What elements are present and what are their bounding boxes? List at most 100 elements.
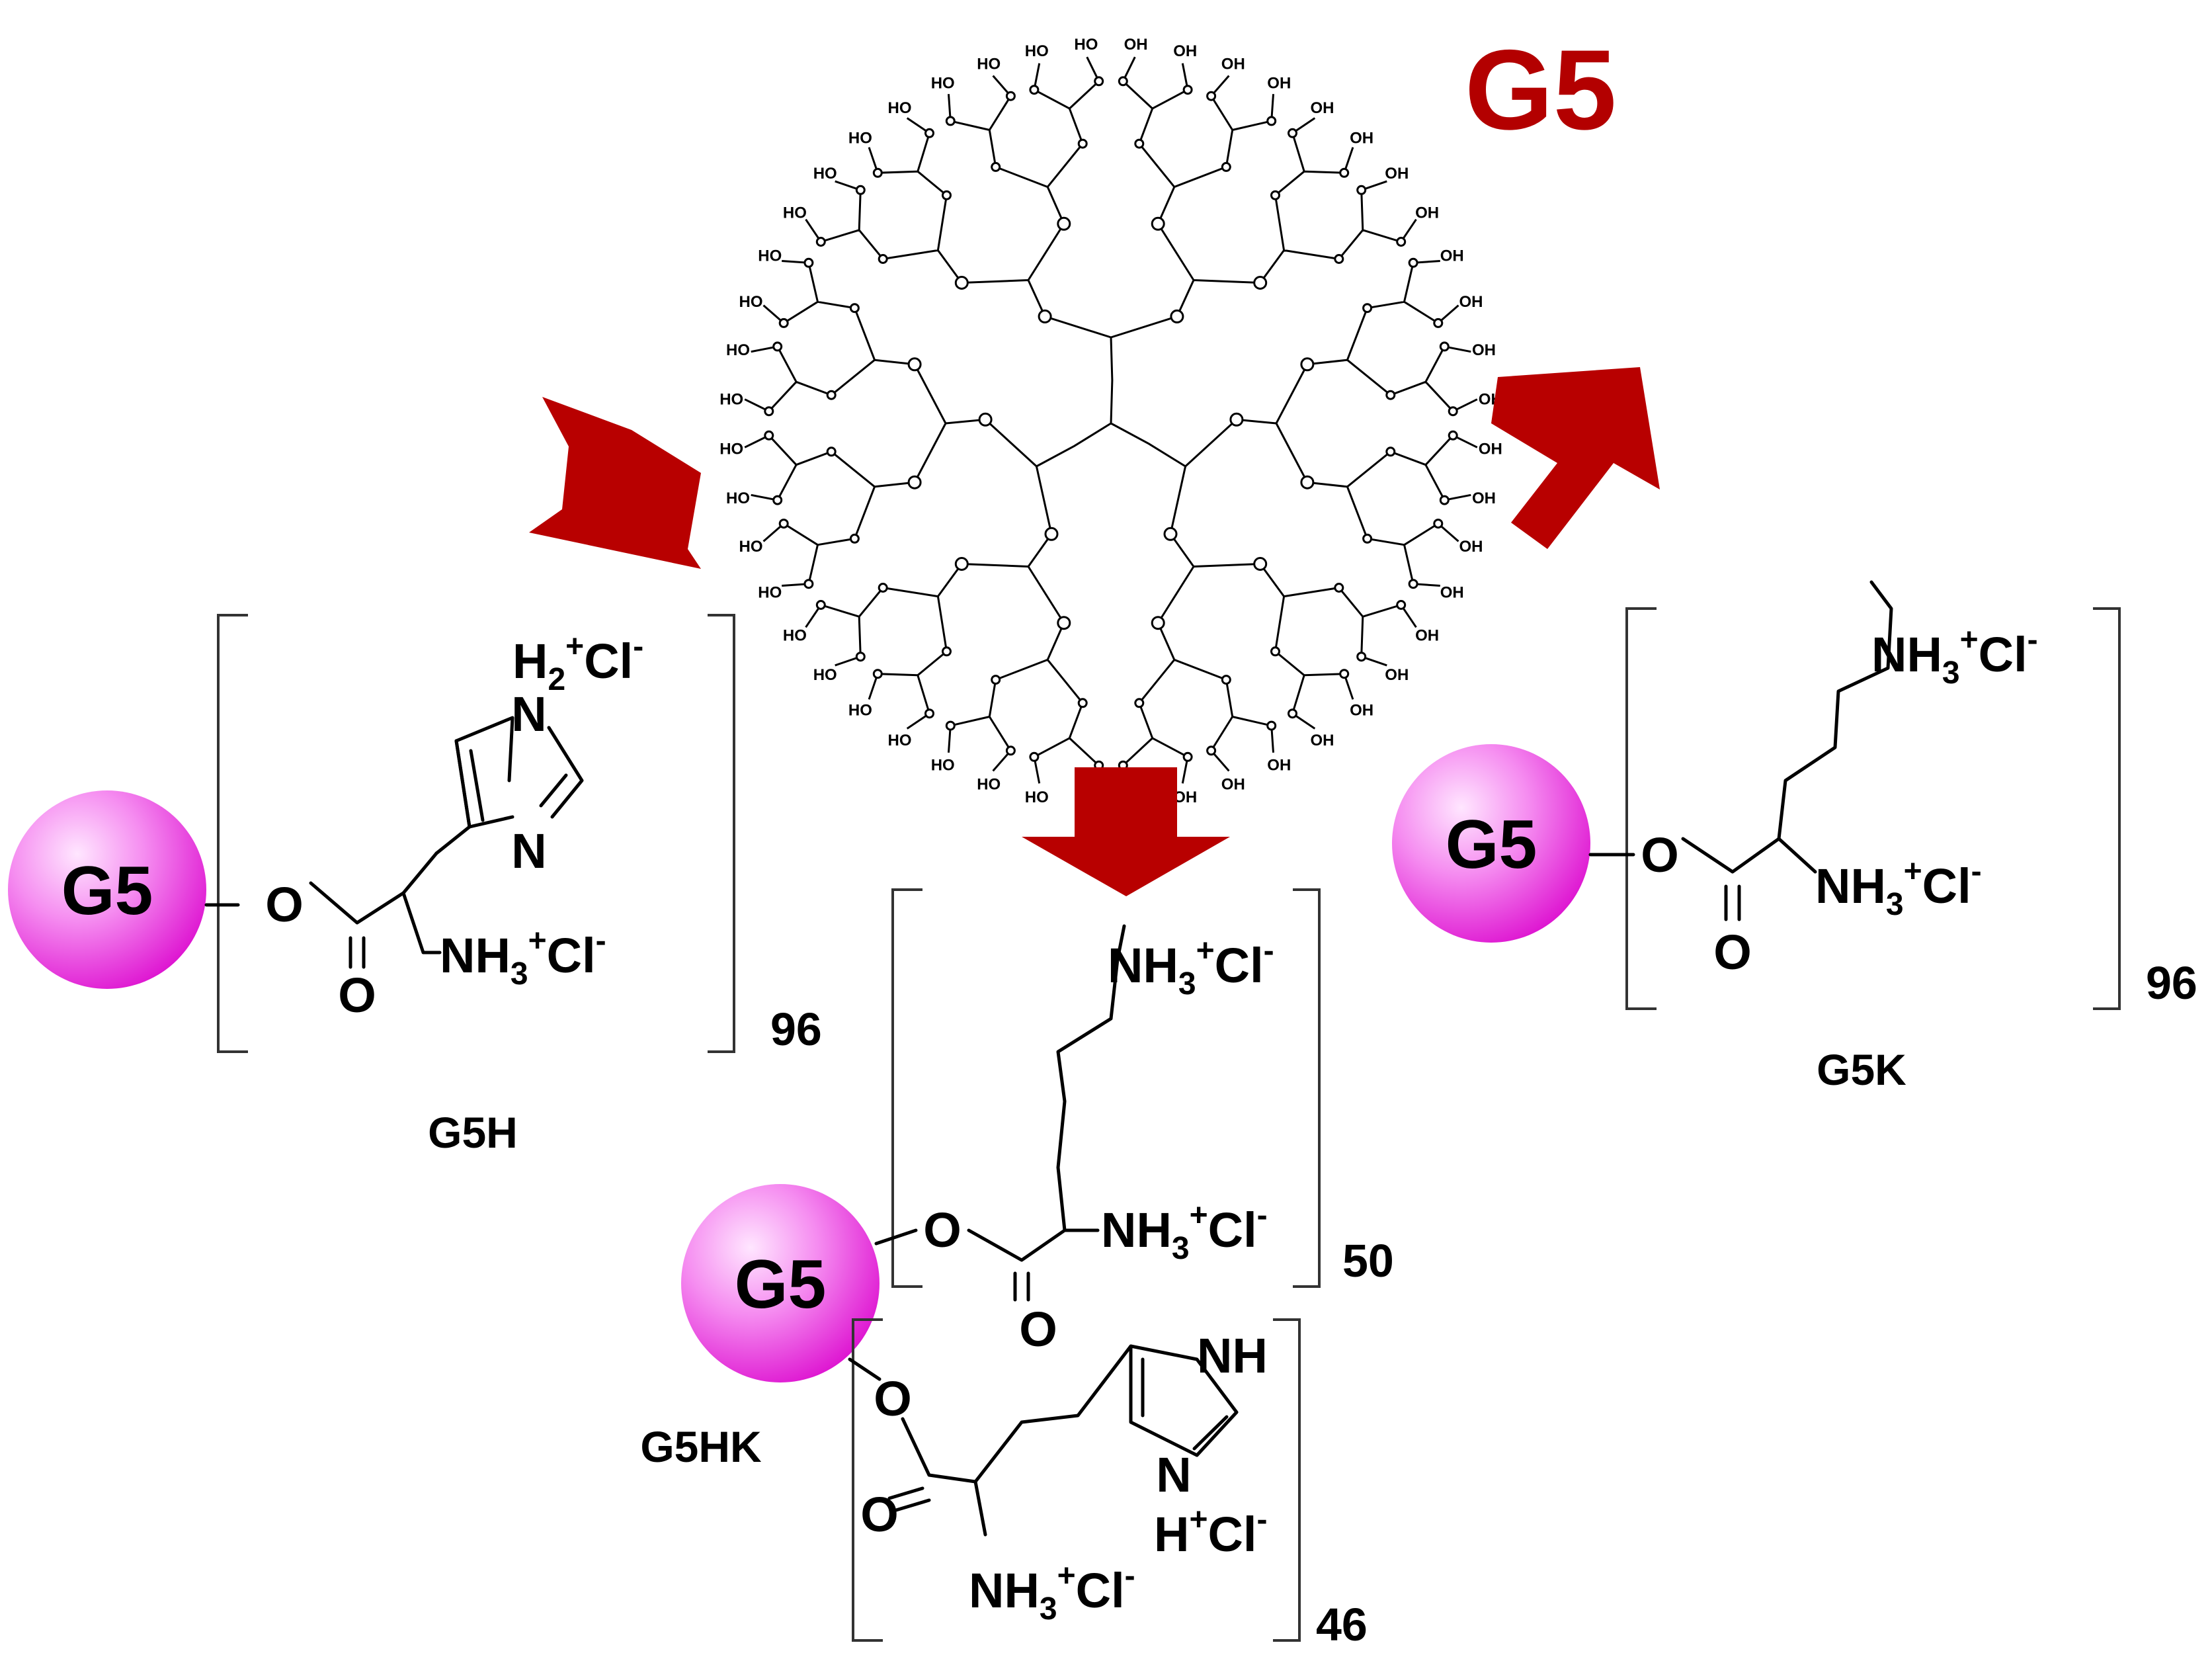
dendrimer-ester-oxygen [1339, 167, 1350, 178]
dendrimer-ester-oxygen [945, 116, 956, 126]
dendrimer-end-group: HO [931, 757, 955, 775]
dendrimer-ester-oxygen [1134, 698, 1145, 708]
dendrimer-ester-oxygen [1253, 276, 1268, 290]
dendrimer-ester-oxygen [1029, 85, 1040, 95]
dendrimer-ester-oxygen [1044, 527, 1059, 541]
scheme-title: G5 [1465, 26, 1616, 153]
g5h-sphere [8, 790, 206, 989]
dendrimer-end-group: HO [1025, 788, 1049, 806]
dendrimer-ester-oxygen [1094, 76, 1104, 87]
dendrimer-ester-oxygen [849, 303, 860, 314]
g5h-repeat-count: 96 [770, 1003, 822, 1055]
g5k-sphere-label: G5 [1446, 806, 1537, 883]
dendrimer-ester-oxygen [1362, 533, 1373, 544]
dendrimer-ester-oxygen [1439, 341, 1450, 352]
dendrimer-end-group: OH [1124, 36, 1148, 54]
dendrimer-ester-oxygen [815, 600, 826, 610]
dendrimer-ester-oxygen [1206, 745, 1217, 756]
dendrimer-end-group: OH [1472, 489, 1496, 507]
g5h-ring-n-bottom: N [511, 824, 546, 878]
dendrimer-ester-oxygen [826, 390, 837, 400]
dendrimer-ester-oxygen [1221, 675, 1231, 685]
dendrimer-ester-oxygen [803, 579, 814, 589]
dendrimer-end-group: OH [1440, 583, 1464, 601]
dendrimer-ester-oxygen [991, 161, 1001, 172]
g5hk-his-bracket-right [1273, 1318, 1301, 1642]
dendrimer-ester-oxygen [1408, 257, 1418, 268]
g5h-bracket-left [217, 614, 248, 1053]
dendrimer-ester-oxygen [991, 675, 1001, 685]
dendrimer-end-group: HO [719, 441, 743, 458]
dendrimer-ester-oxygen [942, 190, 952, 200]
dendrimer-ester-oxygen [1134, 138, 1145, 149]
dendrimer-ester-oxygen [1221, 161, 1231, 172]
dendrimer-ester-oxygen [1151, 616, 1165, 630]
dendrimer-ester-oxygen [872, 669, 883, 679]
dendrimer-end-group: HO [888, 99, 912, 117]
dendrimer-ester-oxygen [945, 720, 956, 731]
g5k-carbonyl-o: O [1713, 925, 1752, 980]
dendrimer-ester-oxygen [1005, 91, 1016, 101]
g5k-bracket-left [1625, 607, 1657, 1010]
dendrimer-ester-oxygen [1229, 412, 1244, 427]
dendrimer-ester-oxygen [1334, 583, 1344, 593]
dendrimer-ester-oxygen [1270, 646, 1280, 657]
dendrimer-ester-oxygen [1408, 579, 1418, 589]
dendrimer-end-group: OH [1459, 538, 1483, 556]
dendrimer-ester-oxygen [1182, 85, 1193, 95]
dendrimer-ester-oxygen [1163, 527, 1178, 541]
dendrimer-ester-oxygen [826, 446, 837, 457]
dendrimer-ester-oxygen [1270, 190, 1280, 200]
dendrimer-end-group: HO [1074, 36, 1098, 54]
g5hk-his-alpha-amine: NH3+Cl- [969, 1558, 1135, 1627]
g5k-bracket-right [2093, 607, 2121, 1010]
g5h-bracket-right [708, 614, 735, 1053]
dendrimer-ester-oxygen [803, 257, 814, 268]
dendrimer-end-group: OH [1415, 204, 1439, 222]
dendrimer-end-group: HO [1025, 42, 1049, 60]
g5hk-lys-bracket-right [1293, 888, 1321, 1288]
dendrimer-ester-oxygen [878, 254, 888, 264]
arrow-to-g5hk [1022, 767, 1230, 896]
dendrimer-ester-oxygen [878, 583, 888, 593]
dendrimer-ester-oxygen [942, 646, 952, 657]
g5hk-his-ring-hcl: H+Cl- [1154, 1502, 1267, 1562]
g5hk-lys-ester-o: O [923, 1203, 962, 1257]
dendrimer-ester-oxygen [1439, 495, 1450, 505]
g5hk-his-ring-n: N [1156, 1447, 1191, 1502]
g5hk-structure: G5 G5HK O O NH3+Cl- NH3+Cl- 50 O O NH N … [640, 888, 1394, 1650]
g5hk-his-ester-o: O [874, 1371, 912, 1426]
dendrimer-ester-oxygen [1339, 669, 1350, 679]
g5h-name: G5H [428, 1108, 518, 1157]
dendrimer-end-group: OH [1221, 56, 1245, 73]
dendrimer-end-group: HO [977, 776, 1001, 794]
g5hk-lys-bracket-left [891, 888, 922, 1288]
dendrimer-ester-oxygen [1356, 185, 1367, 195]
dendrimer-end-group: OH [1311, 99, 1334, 117]
dendrimer-ester-oxygen [954, 557, 969, 571]
g5hk-lys-alpha-amine: NH3+Cl- [1101, 1198, 1268, 1266]
dendrimer-end-group: HO [758, 247, 782, 265]
dendrimer-ester-oxygen [1448, 430, 1458, 441]
g5k-sphere [1392, 744, 1590, 943]
dendrimer-end-group: HO [783, 627, 807, 645]
g5hk-lys-repeat-count: 50 [1342, 1235, 1394, 1287]
dendrimer-ester-oxygen [855, 652, 866, 662]
dendrimer-end-group: HO [783, 204, 807, 222]
dendrimer-ester-oxygen [1005, 745, 1016, 756]
dendrimer-ester-oxygen [1182, 751, 1193, 762]
g5h-alpha-amine: NH3+Cl- [440, 923, 606, 992]
g5hk-sphere-label: G5 [735, 1246, 827, 1323]
g5k-repeat-count: 96 [2146, 957, 2197, 1009]
dendrimer-ester-oxygen [778, 519, 789, 529]
dendrimer-ester-oxygen [978, 412, 993, 427]
dendrimer-ester-oxygen [1385, 446, 1396, 457]
dendrimer-end-group: OH [1479, 441, 1502, 458]
dendrimer-ester-oxygen [1118, 76, 1128, 87]
g5h-ester-o: O [265, 877, 304, 932]
dendrimer-end-group: HO [848, 701, 872, 719]
dendrimer-ester-oxygen [1151, 216, 1165, 231]
g5hk-his-bracket-left [852, 1318, 883, 1642]
dendrimer-ester-oxygen [954, 276, 969, 290]
g5h-structure: G5 O O N N H2+Cl- NH3+Cl- 96 G5H [8, 614, 822, 1157]
